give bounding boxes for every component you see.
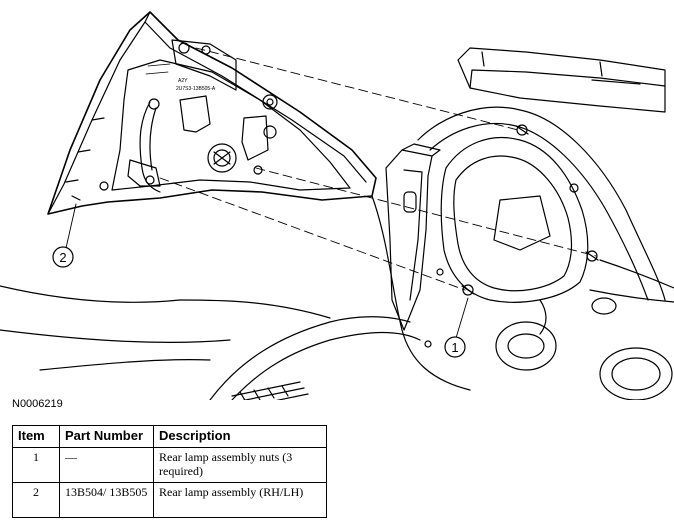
rear-lamp-illustration: A2Y 2U7S3-13B505-A (0, 11, 674, 400)
cell-item: 1 (12, 447, 60, 483)
table-row: 2 13B504/ 13B505 Rear lamp assembly (RH/… (12, 482, 327, 518)
header-part-number: Part Number (59, 425, 154, 448)
header-description: Description (153, 425, 327, 448)
cell-part-number: — (59, 447, 154, 483)
callout-1-label: 1 (451, 340, 458, 355)
parts-table: Item Part Number Description 1 — Rear la… (12, 425, 327, 518)
callout-2: 2 (52, 203, 77, 268)
header-item: Item (12, 425, 60, 448)
part-label-1: A2Y (178, 78, 188, 84)
table-header-row: Item Part Number Description (12, 425, 327, 448)
figure-id: N0006219 (12, 398, 63, 410)
cell-part-number: 13B504/ 13B505 (59, 482, 154, 518)
part-label-2: 2U7S3-13B505-A (176, 86, 216, 92)
callout-2-label: 2 (59, 250, 66, 265)
vehicle-body (0, 47, 674, 400)
callout-1: 1 (444, 297, 469, 358)
rear-lamp-assembly: A2Y 2U7S3-13B505-A (47, 11, 377, 215)
cell-description: Rear lamp assembly nuts (3 required) (153, 447, 327, 483)
table-row: 1 — Rear lamp assembly nuts (3 required) (12, 447, 327, 483)
cell-description: Rear lamp assembly (RH/LH) (153, 482, 327, 518)
cell-item: 2 (12, 482, 60, 518)
